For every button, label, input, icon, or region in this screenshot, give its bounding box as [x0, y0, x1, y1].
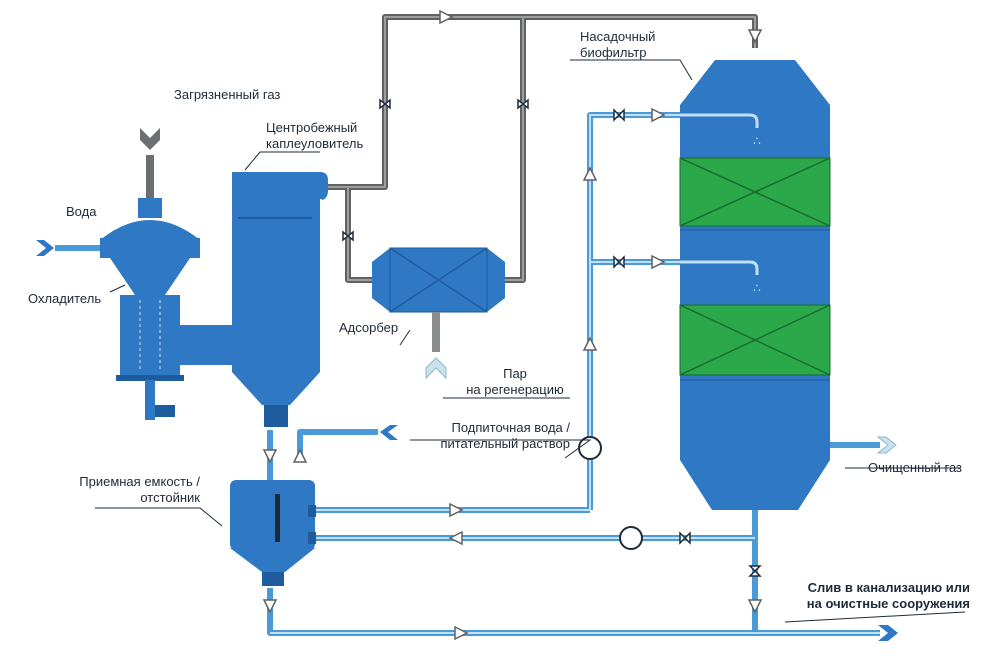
biofilter-tower: ∴ ∴	[679, 60, 831, 510]
pump-icon	[578, 436, 643, 550]
label-water: Вода	[66, 204, 97, 219]
adsorber-unit	[372, 247, 505, 352]
label-clean-gas: Очищенный газ	[868, 460, 963, 475]
leader-lines	[95, 59, 966, 623]
chevron-icon	[36, 128, 898, 641]
valve-icon	[342, 98, 762, 577]
label-makeup: Подпиточная вода /питательный раствор	[440, 420, 570, 451]
settling-tank	[230, 480, 316, 586]
flow-arrows	[262, 9, 763, 641]
svg-text:∴: ∴	[753, 134, 761, 148]
svg-text:∴: ∴	[753, 281, 761, 295]
label-cooler: Охладитель	[28, 291, 102, 306]
label-tank: Приемная емкость /отстойник	[79, 474, 200, 505]
centrifugal-separator	[232, 172, 328, 427]
label-polluted-gas: Загрязненный газ	[174, 87, 281, 102]
label-adsorber: Адсорбер	[339, 320, 399, 335]
